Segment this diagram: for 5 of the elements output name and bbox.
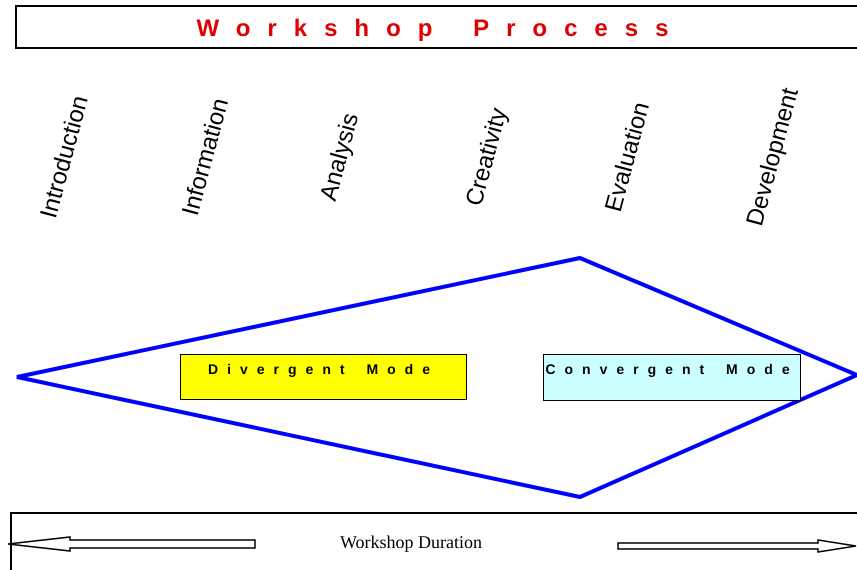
phase-label: Analysis (314, 110, 366, 204)
mode-box: Convergent Mode (543, 354, 801, 401)
mode-box: Divergent Mode (180, 354, 467, 400)
duration-label: Workshop Duration (340, 532, 482, 553)
title: Workshop Process (196, 15, 686, 43)
